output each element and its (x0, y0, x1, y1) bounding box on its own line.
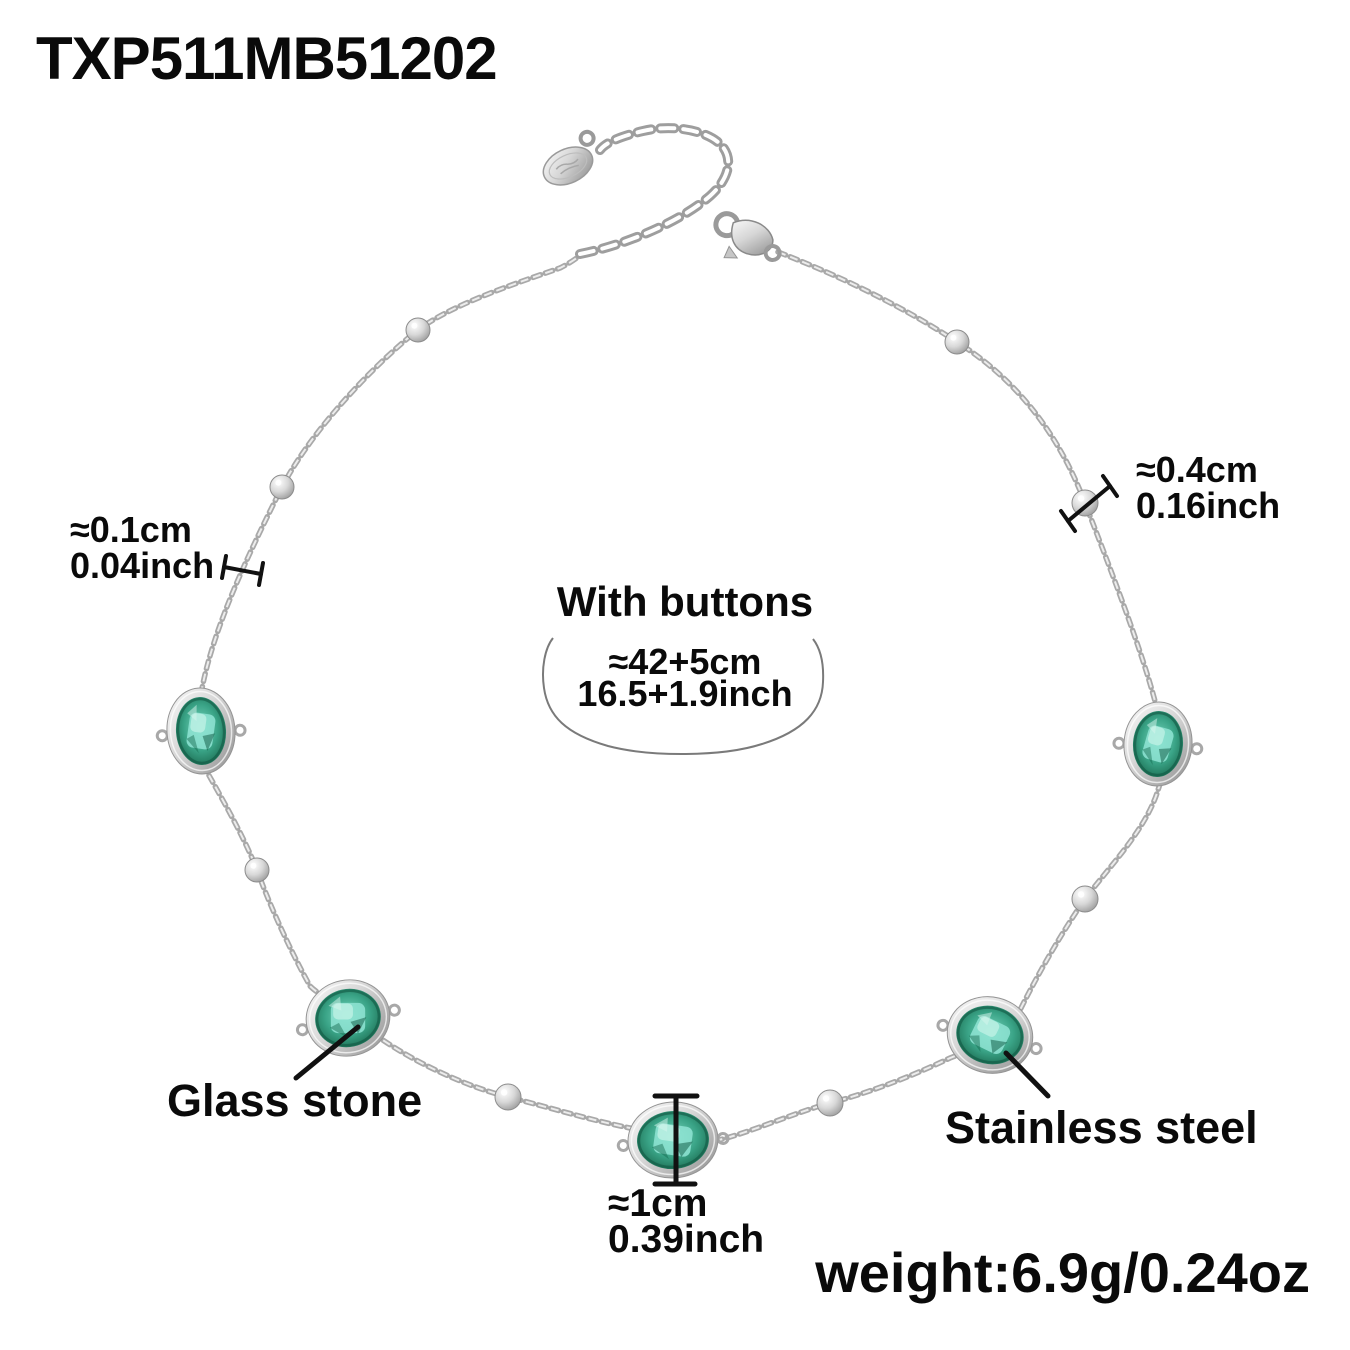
lobster-clasp (713, 211, 782, 263)
glass-stone-charm (1112, 701, 1204, 787)
bead-gauge-mark (1059, 474, 1119, 533)
product-model: TXP511MB51202 (36, 25, 498, 92)
stainless-steel-label: Stainless steel (945, 1102, 1258, 1153)
stainless-steel-pointer (1003, 1050, 1051, 1099)
chain-bead (816, 1089, 844, 1117)
bead-gauge-label: ≈0.4cm 0.16inch (1136, 452, 1280, 524)
weight-label: weight:6.9g/0.24oz (815, 1241, 1310, 1304)
length-note-heading: With buttons (556, 578, 814, 625)
glass-stone-charm (936, 996, 1043, 1074)
bead-gauge-inch: 0.16inch (1136, 485, 1281, 526)
stone-gauge-mark (652, 1093, 700, 1187)
length-note-oval (542, 637, 825, 756)
chain-gauge-cm: ≈0.1cm (70, 509, 192, 550)
chain-gauge-label: ≈0.1cm 0.04inch (70, 512, 214, 584)
stone-gauge-cm: ≈1cm (608, 1182, 708, 1225)
chain-gauge-mark (220, 554, 265, 587)
length-note-values: ≈42+5cm 16.5+1.9inch (535, 641, 835, 714)
chain-bead (1071, 885, 1099, 913)
glass-stone-charm (155, 687, 247, 775)
chain-bead (269, 474, 295, 500)
glass-stone-pointer (293, 1024, 361, 1081)
glass-stone-label: Glass stone (167, 1075, 423, 1126)
chain-bead (494, 1083, 522, 1111)
chain-gauge-inch: 0.04inch (70, 545, 215, 586)
chain-bead (1071, 489, 1099, 517)
glass-stone-charm (616, 1101, 730, 1179)
chain-bead (405, 317, 431, 343)
length-inch: 16.5+1.9inch (577, 673, 793, 714)
length-cm: ≈42+5cm (608, 641, 762, 682)
stone-gauge-label: ≈1cm 0.39inch (608, 1182, 765, 1261)
chain-bead (244, 857, 270, 883)
bead-gauge-cm: ≈0.4cm (1136, 449, 1258, 490)
chain-bead (944, 329, 970, 355)
logo-tag (542, 129, 596, 186)
stone-gauge-inch: 0.39inch (608, 1218, 765, 1261)
